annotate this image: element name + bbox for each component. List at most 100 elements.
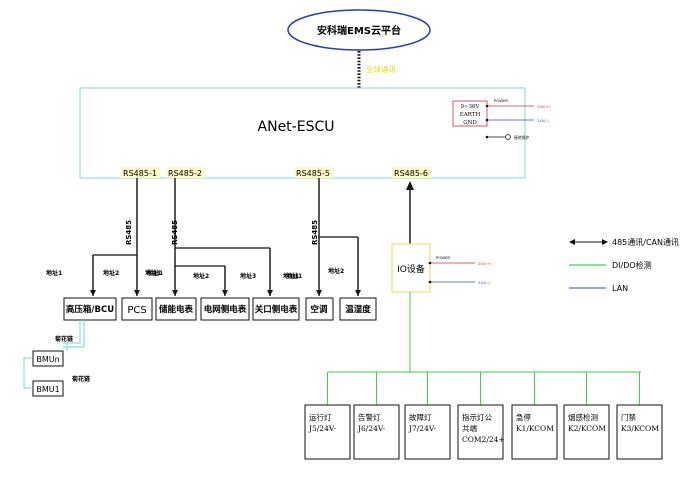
bus5-label: RS485	[311, 220, 319, 245]
bus2-arrow-gate	[267, 290, 273, 296]
io-box-text: 指示灯公	[462, 412, 492, 422]
io-box-text: COM2/24+	[462, 435, 505, 444]
device-ac-box	[305, 297, 334, 321]
device-pcs-label: PCS	[127, 305, 146, 316]
cloud-link-label: 全球通讯	[366, 64, 396, 74]
bus1-label: RS485	[125, 220, 133, 245]
io-box-text: 故障灯	[409, 412, 432, 422]
bmu-chain-line	[23, 357, 31, 389]
cloud-label: 安科瑞EMS云平台	[317, 24, 401, 37]
cloud-ellipse	[287, 9, 431, 51]
addr-pcs-left: 地址2	[103, 269, 119, 277]
bus2-label: RS485	[171, 220, 179, 245]
bus1-arrow-pcs	[134, 290, 140, 296]
escu-box	[79, 87, 526, 179]
device-gate-box	[252, 297, 300, 321]
device-grid-box	[200, 297, 250, 321]
bcu-bmun-chain	[63, 320, 81, 344]
port-rs485-6	[392, 167, 431, 178]
bmun-label: BMUn	[36, 355, 59, 364]
addr-gate-left: 地址3	[240, 272, 256, 280]
power-line-3: GND	[463, 120, 477, 126]
io-box-text: J6/24V-	[357, 424, 386, 433]
legend-comm-arrow-left	[569, 239, 575, 245]
chain-label-1: 菊花链	[54, 335, 74, 343]
port-rs485-6-label: RS485-6	[394, 169, 428, 178]
power-box	[452, 100, 488, 127]
bus2-arrow-grid	[222, 290, 228, 296]
io-box-text: 急停	[516, 412, 531, 422]
device-ac-label: 空调	[310, 304, 328, 315]
port-rs485-1-label: RS485-1	[123, 169, 157, 178]
chain-label-2: 菊花链	[71, 375, 91, 383]
io-box	[404, 404, 451, 460]
addr-storage: 地址1	[147, 269, 163, 277]
io-device-box	[391, 243, 431, 293]
addr-ac: 地址2	[328, 267, 344, 275]
io-box-text: 运行灯	[309, 412, 332, 422]
io-box-text: J5/24V-	[308, 424, 337, 433]
io-box-text: 烟感检测	[568, 412, 598, 422]
bus1-arrow-bcu	[90, 290, 96, 296]
io-box-text: K1/KCOM	[516, 424, 554, 433]
bus5-arrow-th	[355, 290, 361, 296]
power-wire-2-label: 24V(-)	[537, 118, 549, 123]
port-rs485-2-label: RS485-2	[168, 169, 202, 178]
device-bcu-label: 高压箱/BCU	[66, 304, 114, 315]
io-box-text: 告警灯	[358, 412, 381, 422]
io-wire-2-label: 24V(-)	[478, 280, 490, 285]
device-grid-label: 电网侧电表	[204, 304, 247, 315]
ground-label: 接地保护	[514, 135, 529, 140]
device-gate-label: 关口侧电表	[255, 304, 298, 315]
io-box	[616, 404, 663, 460]
io-power-label: POWER	[436, 255, 450, 260]
device-bcu-box	[63, 297, 117, 321]
io-box	[304, 404, 351, 460]
bus2-arrow-storage	[172, 290, 178, 296]
bmu1-label: BMU1	[36, 385, 59, 394]
power-dot-1	[485, 104, 489, 108]
addr-ac-left: 地址1	[286, 272, 302, 280]
power-wire-1-label: 24V(+)	[537, 104, 551, 109]
bmun-box	[32, 350, 64, 367]
io-box-text: K2/KCOM	[568, 424, 606, 433]
device-th-label: 温湿度	[345, 304, 371, 315]
io-box	[511, 404, 558, 460]
port-rs485-5	[294, 167, 333, 178]
io-box-text: 共端	[462, 423, 477, 433]
io-box-text: J7/24V-	[408, 424, 437, 433]
port-rs485-5-label: RS485-5	[296, 169, 330, 178]
device-th-box	[339, 297, 377, 321]
bcu-bmun-chain-2	[63, 320, 85, 348]
io-dot-2	[428, 280, 432, 284]
bmu-chain-line-2	[63, 342, 68, 351]
bus5-arrow-ac	[316, 290, 322, 296]
power-label: POWER	[494, 98, 508, 103]
legend-lan-label: LAN	[612, 284, 628, 293]
io-box-text: 门禁	[621, 413, 636, 422]
ground-icon	[505, 134, 511, 140]
bus6-arrow-up	[406, 181, 414, 190]
port-rs485-2	[166, 167, 205, 178]
legend-comm-arrow-right	[602, 239, 608, 245]
bmu1-box	[32, 380, 64, 397]
io-box	[457, 404, 504, 460]
addr-gate: 地址1	[283, 272, 299, 280]
addr-bcu: 地址1	[46, 269, 62, 277]
escu-title: ANet-ESCU	[258, 119, 335, 135]
power-line-2: EARTH	[460, 112, 481, 118]
addr-pcs: 地址1	[145, 269, 161, 277]
io-box	[353, 404, 400, 460]
legend-comm-label: 485通讯/CAN通讯	[612, 237, 679, 247]
io-wire-1-label: 24V(+)	[478, 261, 492, 266]
io-box	[563, 404, 610, 460]
port-rs485-1	[121, 167, 160, 178]
io-device-label: IO设备	[397, 263, 425, 275]
device-storage-label: 储能电表	[158, 304, 194, 315]
power-dot-2	[485, 118, 489, 122]
device-storage-box	[155, 297, 197, 321]
legend-dido-label: DI/DO检测	[612, 260, 652, 270]
